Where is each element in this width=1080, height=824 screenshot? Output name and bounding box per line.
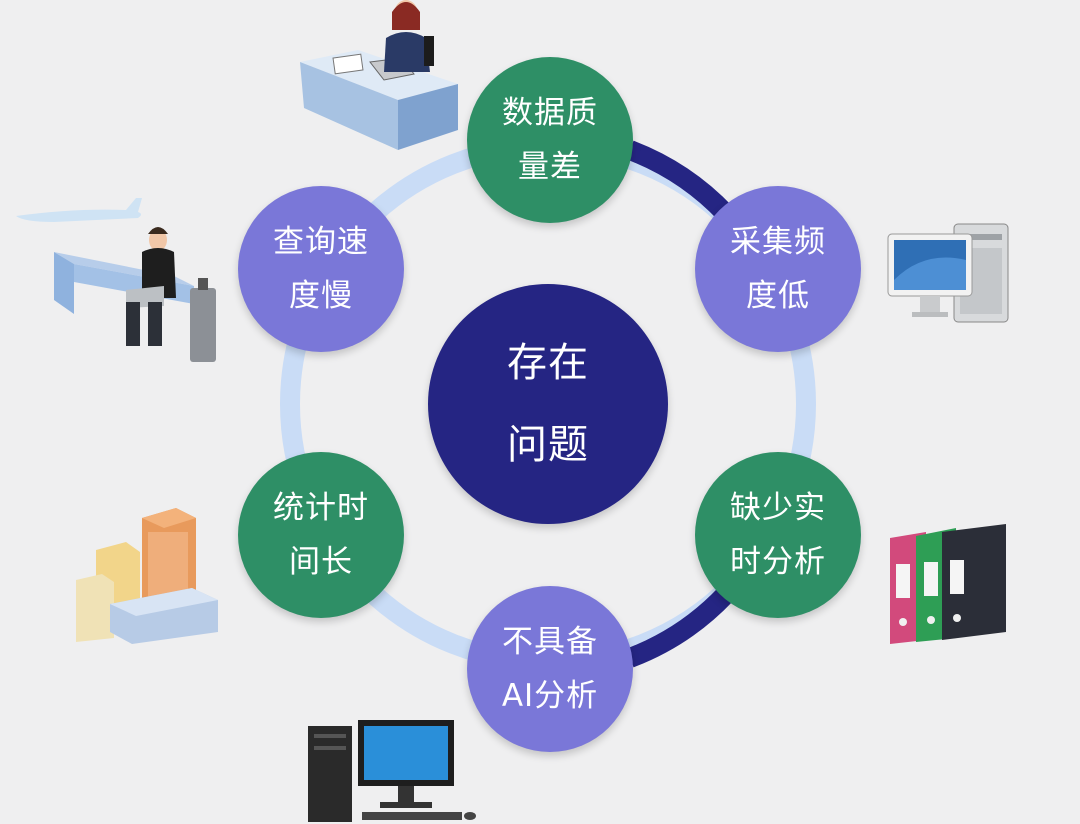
node-label: 数据质 量差 bbox=[502, 95, 598, 185]
node-data-quality: 数据质 量差 bbox=[467, 57, 633, 223]
node-statistics-time: 统计时 间长 bbox=[238, 452, 404, 618]
businesswoman-at-desk-icon bbox=[300, 0, 458, 150]
node-label: 统计时 间长 bbox=[273, 490, 369, 580]
buildings-icon bbox=[76, 508, 218, 644]
ring-dark-arc-bottom bbox=[626, 587, 734, 668]
node-label: 缺少实 时分析 bbox=[730, 490, 826, 580]
imac-and-tower-icon bbox=[887, 223, 1009, 323]
center-label: 存在 问题 bbox=[507, 340, 589, 468]
node-collection-frequency: 采集频 度低 bbox=[695, 186, 861, 352]
airplane-traveler-icon bbox=[16, 198, 216, 362]
node-label: 采集频 度低 bbox=[730, 224, 826, 314]
center-node: 存在 问题 bbox=[428, 284, 668, 524]
binders-icon bbox=[890, 524, 1006, 644]
node-realtime-analysis: 缺少实 时分析 bbox=[695, 452, 861, 618]
node-query-speed: 查询速 度慢 bbox=[238, 186, 404, 352]
desktop-computer-icon bbox=[308, 720, 476, 822]
node-ai-analysis: 不具备 AI分析 bbox=[467, 586, 633, 752]
ring-dark-arc-top bbox=[626, 140, 734, 221]
node-label: 查询速 度慢 bbox=[273, 224, 369, 314]
node-label: 不具备 AI分析 bbox=[501, 624, 599, 714]
